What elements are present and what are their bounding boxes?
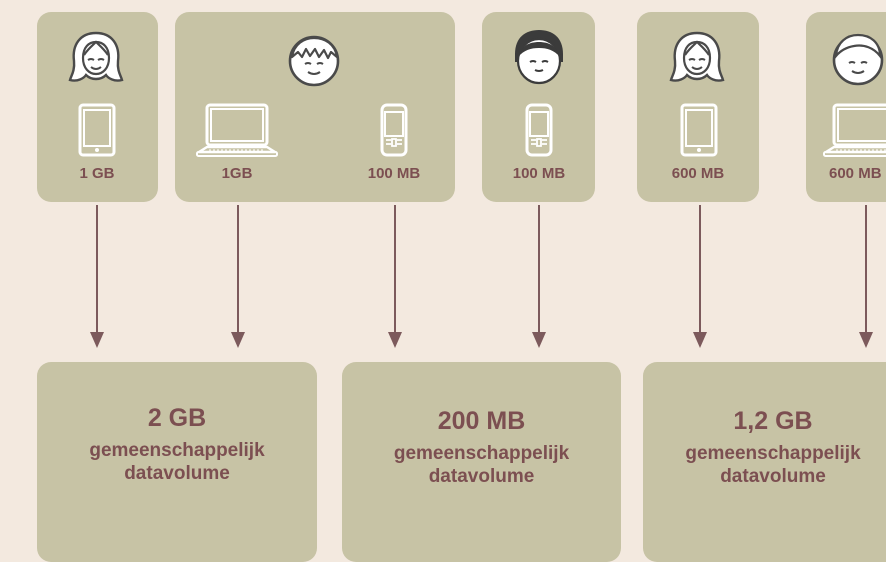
total-group-1: 2 GB gemeenschappelijk datavolume bbox=[37, 403, 317, 485]
total-desc-line2: datavolume bbox=[428, 466, 535, 487]
total-amount: 2 GB bbox=[147, 404, 207, 432]
total-card-1 bbox=[37, 362, 317, 562]
arrow-head bbox=[90, 332, 104, 348]
total-desc-line2: datavolume bbox=[124, 463, 230, 484]
total-amount: 200 MB bbox=[437, 407, 526, 435]
arrow-head bbox=[231, 332, 245, 348]
arrow-head bbox=[388, 332, 402, 348]
device-label: 600 MB bbox=[829, 165, 882, 182]
device-label: 1 GB bbox=[79, 165, 115, 182]
total-desc-line2: datavolume bbox=[720, 466, 826, 487]
arrows bbox=[90, 205, 873, 348]
device-label: 100 MB bbox=[512, 165, 566, 182]
device-label: 100 MB bbox=[367, 165, 421, 182]
total-card-2 bbox=[342, 362, 621, 562]
device-label: 600 MB bbox=[671, 165, 725, 182]
total-group-2: 200 MB gemeenschappelijk datavolume bbox=[342, 406, 621, 488]
device-label: 1GB bbox=[221, 165, 253, 182]
total-desc-line1: gemeenschappelijk bbox=[393, 443, 570, 464]
total-card-3 bbox=[643, 362, 886, 562]
arrow-head bbox=[693, 332, 707, 348]
total-amount: 1,2 GB bbox=[733, 407, 813, 435]
arrow-head bbox=[532, 332, 546, 348]
arrow-head bbox=[859, 332, 873, 348]
total-desc-line1: gemeenschappelijk bbox=[89, 440, 265, 461]
total-group-3: 1,2 GB gemeenschappelijk datavolume bbox=[643, 406, 886, 488]
total-desc-line1: gemeenschappelijk bbox=[685, 443, 861, 464]
